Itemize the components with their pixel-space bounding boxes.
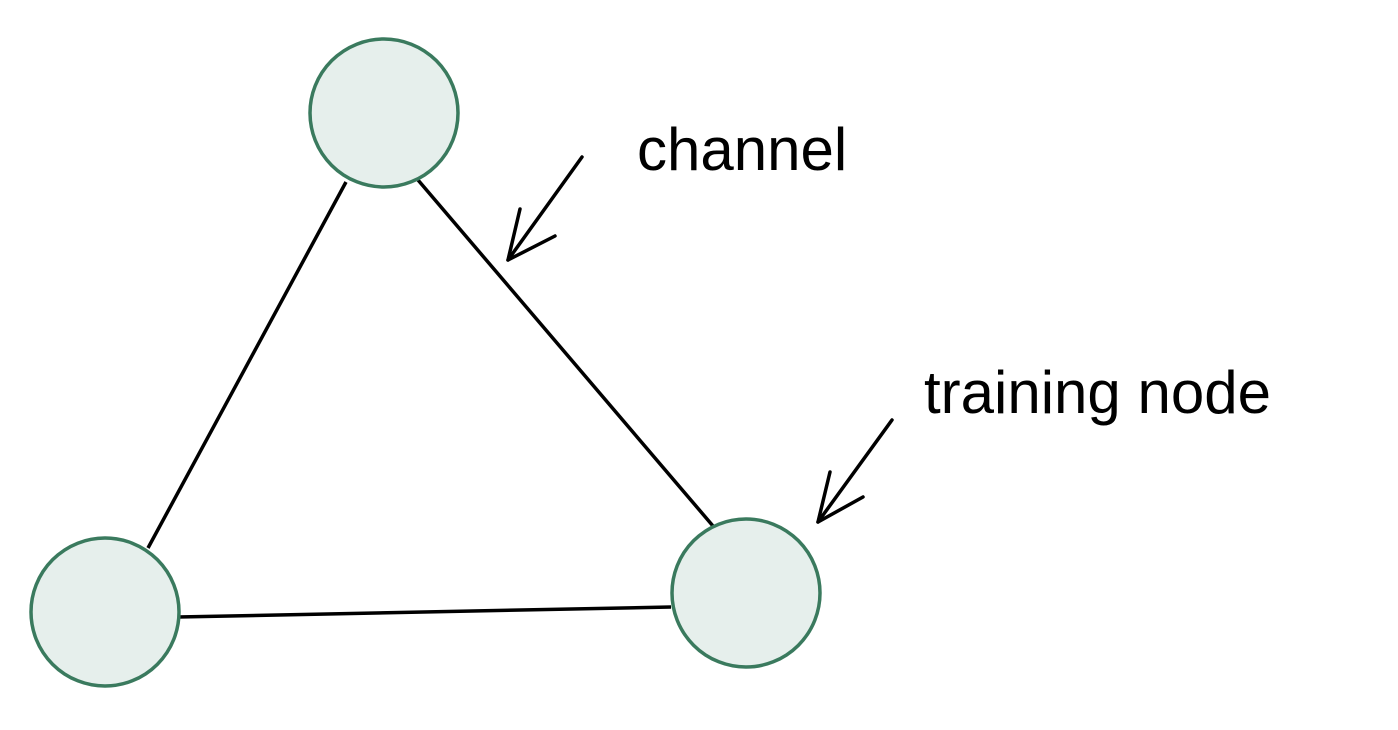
training-node-pointer-arrow [816,418,894,524]
channel-pointer-arrow [506,155,584,262]
training-node-label: training node [924,359,1271,426]
training-node-bottom-left [29,536,181,688]
channel-edge-bottom [177,605,672,619]
channel-edge-top-left [146,181,348,549]
channel-label: channel [637,116,847,183]
training-node-bottom-right [670,517,822,669]
channel-edge-top-right [416,178,715,528]
training-node-top [308,37,460,189]
